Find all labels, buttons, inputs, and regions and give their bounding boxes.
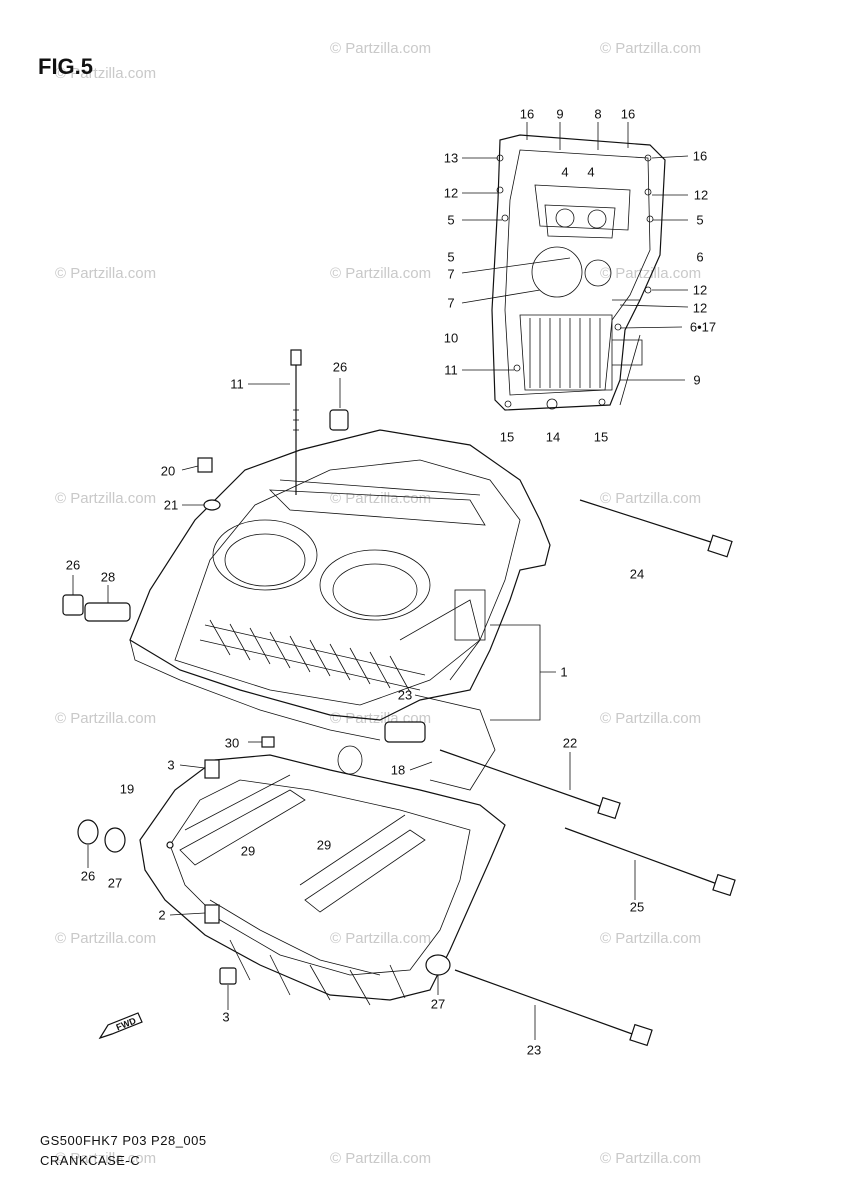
callout-7: 7 <box>447 266 455 282</box>
watermark: © Partzilla.com <box>600 710 702 727</box>
callout-20: 20 <box>160 463 176 479</box>
callout-13: 13 <box>443 150 459 166</box>
callout-7: 7 <box>447 295 455 311</box>
callout-5: 5 <box>447 249 455 265</box>
callout-16: 16 <box>620 106 636 122</box>
callout-27: 27 <box>107 875 123 891</box>
callout-8: 8 <box>594 106 602 122</box>
watermark: © Partzilla.com <box>55 930 157 947</box>
callout-1: 1 <box>560 664 568 680</box>
callout-5: 5 <box>696 212 704 228</box>
callout-19: 19 <box>119 781 135 797</box>
callout-18: 18 <box>390 762 406 778</box>
callout-4: 4 <box>561 164 569 180</box>
callout-9: 9 <box>556 106 564 122</box>
callout-3: 3 <box>222 1009 230 1025</box>
callout-6: 6 <box>696 249 704 265</box>
callout-26: 26 <box>80 868 96 884</box>
callout-16: 16 <box>692 148 708 164</box>
lower-crankcase-illustration <box>139 745 506 1006</box>
callout-15: 15 <box>593 429 609 445</box>
callout-29: 29 <box>316 837 332 853</box>
figure-title: FIG.5 <box>38 54 94 79</box>
watermark: © Partzilla.com <box>330 265 432 282</box>
watermark: © Partzilla.com <box>600 40 702 57</box>
watermark: © Partzilla.com <box>55 65 157 82</box>
callout-12: 12 <box>692 300 708 316</box>
watermark: © Partzilla.com <box>55 490 157 507</box>
callout-14: 14 <box>545 429 561 445</box>
watermark: © Partzilla.com <box>600 1150 702 1167</box>
callout-23: 23 <box>397 687 413 703</box>
callout-6-17: 6•17 <box>689 319 717 335</box>
callout-30: 30 <box>224 735 240 751</box>
watermark: © Partzilla.com <box>330 930 432 947</box>
callout-27: 27 <box>430 996 446 1012</box>
callout-2: 2 <box>158 907 166 923</box>
callout-28: 28 <box>100 569 116 585</box>
callout-16: 16 <box>519 106 535 122</box>
watermark: © Partzilla.com <box>55 265 157 282</box>
callout-10: 10 <box>443 330 459 346</box>
callout-9: 9 <box>693 372 701 388</box>
upper-crankcase-illustration <box>129 429 551 791</box>
watermark: © Partzilla.com <box>330 40 432 57</box>
callout-4: 4 <box>587 164 595 180</box>
watermark: © Partzilla.com <box>55 710 157 727</box>
diagram-code: GS500FHK7 P03 P28_005 <box>40 1133 207 1148</box>
watermark: © Partzilla.com <box>600 265 702 282</box>
callout-11: 11 <box>230 376 244 392</box>
callout-24: 24 <box>629 566 645 582</box>
callout-11: 11 <box>444 362 458 378</box>
callout-25: 25 <box>629 899 645 915</box>
callout-26: 26 <box>65 557 81 573</box>
callout-3: 3 <box>167 757 175 773</box>
callout-26: 26 <box>332 359 348 375</box>
diagram-name: CRANKCASE-C <box>40 1153 141 1168</box>
callout-21: 21 <box>163 497 179 513</box>
hardware <box>62 349 736 1047</box>
callout-29: 29 <box>240 843 256 859</box>
oil-pan-illustration <box>491 134 666 411</box>
callout-15: 15 <box>499 429 515 445</box>
callout-23: 23 <box>526 1042 542 1058</box>
callout-5: 5 <box>447 212 455 228</box>
callout-12: 12 <box>443 185 459 201</box>
watermark: © Partzilla.com <box>600 930 702 947</box>
callout-12: 12 <box>692 282 708 298</box>
callout-22: 22 <box>562 735 578 751</box>
callout-12: 12 <box>693 187 709 203</box>
watermark: © Partzilla.com <box>55 1150 157 1167</box>
watermark: © Partzilla.com <box>600 490 702 507</box>
oil-pan-leaders <box>461 122 689 381</box>
forward-arrow-icon <box>98 1012 143 1040</box>
watermark: © Partzilla.com <box>330 1150 432 1167</box>
main-leaders <box>72 378 636 1040</box>
